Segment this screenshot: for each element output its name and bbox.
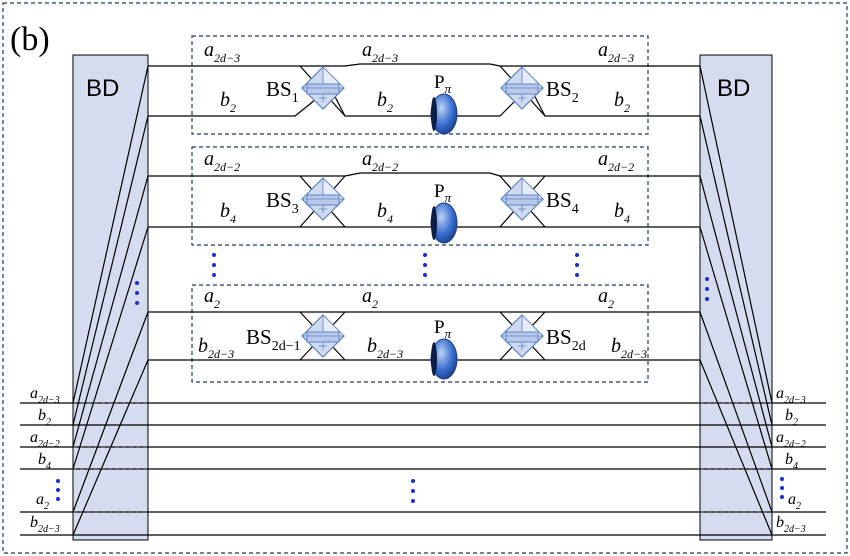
phase-plate-label-2: Pπ (434, 181, 452, 205)
panel-label: (b) (10, 21, 50, 58)
phase-plate-1 (430, 93, 458, 135)
module-1-bottom-label-1: b2 (220, 89, 236, 115)
io-labels: a2d−3b2a2d−2b4a2b2d−3a2d−3b2a2d−2b4a2b2d… (30, 385, 806, 535)
module-3-top-label-1: a2 (204, 285, 220, 311)
bd-routing-lines (72, 65, 773, 536)
module-box-1 (191, 35, 649, 135)
bs-label-4: BS4 (546, 188, 579, 217)
module-box-2 (191, 146, 649, 246)
io-lines (20, 402, 826, 536)
module-1-top-label-1: a2d−3 (204, 39, 240, 65)
module-1-top-label-2: a2d−3 (362, 39, 398, 65)
phase-plate-2 (430, 202, 458, 244)
module-box-3 (191, 284, 649, 383)
module-2-top-label-3: a2d−2 (598, 148, 634, 174)
bs-label-1: BS1 (266, 77, 299, 106)
bd-right-label: BD (717, 75, 750, 102)
module-2-bottom-label-1: b4 (220, 200, 236, 226)
io-left-label-5: a2 (36, 491, 49, 512)
io-right-label-6: b2d−3 (776, 514, 806, 535)
module-1-top-label-3: a2d−3 (598, 39, 634, 65)
module-3-bottom-label-1: b2d−3 (198, 335, 234, 361)
io-right-label-4: b4 (785, 451, 798, 472)
module-1-bottom-label-2: b2 (377, 89, 393, 115)
module-2-top-label-1: a2d−2 (204, 148, 240, 174)
io-left-label-4: b4 (38, 451, 51, 472)
io-right-label-1: a2d−3 (776, 385, 806, 406)
phase-plate-label-1: Pπ (434, 72, 452, 96)
module-2-bottom-label-3: b4 (614, 200, 630, 226)
module-3-top-label-2: a2 (362, 285, 378, 311)
module-paths (148, 63, 700, 361)
io-left-label-1: a2d−3 (30, 385, 60, 406)
beam-displacer-right (699, 54, 773, 541)
bd-left-label: BD (86, 75, 119, 102)
bs-label-3: BS3 (266, 188, 299, 217)
phase-plate-label-3: Pπ (434, 317, 452, 341)
module-3-bottom-label-3: b2d−3 (611, 335, 647, 361)
module-3-top-label-3: a2 (598, 285, 614, 311)
io-left-label-6: b2d−3 (30, 514, 60, 535)
io-right-label-5: a2 (788, 491, 801, 512)
module-path-labels: a2d−3 a2d−3 a2d−3 b2 b2 b2 a2d−2 a2d−2 a2d−2 b4 b4… (198, 39, 647, 361)
io-left-label-3: a2d−2 (30, 429, 60, 450)
bs-label-5: BS2d−1 (246, 325, 301, 354)
module-3-bottom-label-2: b2d−3 (367, 335, 403, 361)
bs-label-2: BS2 (546, 77, 579, 106)
bs-label-6: BS2d (546, 325, 586, 354)
io-right-label-2: b2 (785, 407, 798, 428)
ellipsis-dots (56, 253, 784, 503)
io-left-label-2: b2 (38, 407, 51, 428)
module-1-bottom-label-3: b2 (614, 89, 630, 115)
io-right-label-3: a2d−2 (776, 429, 806, 450)
module-2-top-label-2: a2d−2 (362, 148, 398, 174)
phase-plate-3 (430, 338, 458, 380)
module-2-bottom-label-2: b4 (377, 200, 393, 226)
beam-displacer-left (72, 54, 149, 541)
